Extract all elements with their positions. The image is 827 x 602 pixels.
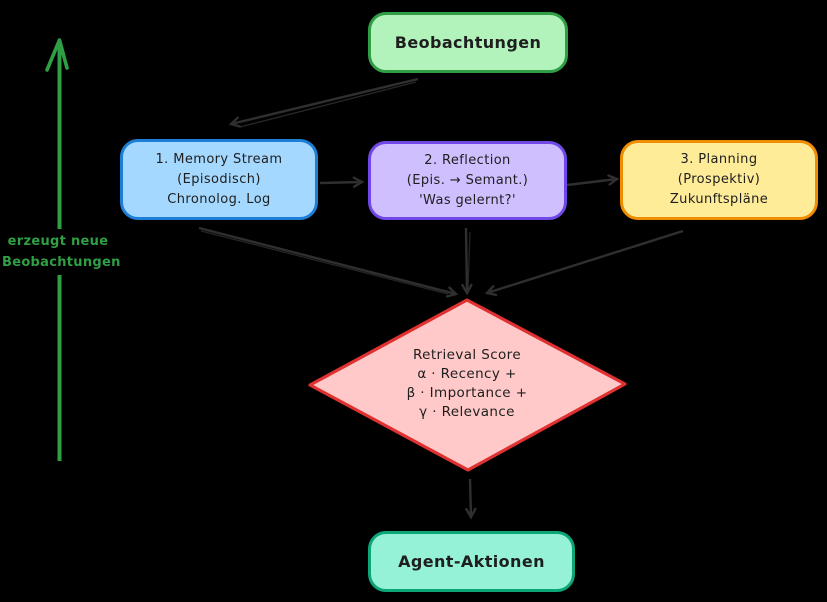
- node-agent-aktionen-label: Agent-Aktionen: [398, 552, 545, 571]
- memory-stream-line-2: (Episodisch): [177, 171, 261, 187]
- retrieval-line-1: Retrieval Score: [412, 347, 522, 363]
- node-memory-stream[interactable]: 1. Memory Stream (Episodisch) Chronolog.…: [120, 139, 318, 220]
- reflection-line-1: 2. Reflection: [424, 152, 511, 168]
- node-planning[interactable]: 3. Planning (Prospektiv) Zukunftspläne: [620, 140, 818, 220]
- planning-line-2: (Prospektiv): [677, 172, 761, 187]
- arrow-memory-to-reflection[interactable]: [319, 176, 365, 188]
- retrieval-line-2: α · Recency +: [417, 366, 517, 382]
- arrow-reflection-to-planning[interactable]: [566, 174, 620, 187]
- node-agent-aktionen[interactable]: Agent-Aktionen: [368, 531, 575, 592]
- planning-line-1: 3. Planning: [680, 152, 758, 167]
- feedback-label-line-2: Beobachtungen: [2, 255, 121, 270]
- reflection-line-3: 'Was gelernt?': [419, 192, 516, 208]
- node-reflection[interactable]: 2. Reflection (Epis. → Semant.) 'Was gel…: [368, 141, 567, 220]
- node-retrieval-score-label: Retrieval Score α · Recency + β · Import…: [352, 346, 582, 422]
- arrow-memory-to-retrieval[interactable]: [198, 226, 459, 298]
- arrow-retrieval-to-agent[interactable]: [465, 478, 477, 520]
- node-beobachtungen[interactable]: Beobachtungen: [368, 12, 568, 73]
- reflection-line-2: (Epis. → Semant.): [406, 172, 529, 188]
- arrow-reflection-to-retrieval[interactable]: [461, 227, 473, 296]
- feedback-label-line-1: erzeugt neue: [7, 234, 109, 249]
- feedback-arrow-label: erzeugt neue Beobachtungen: [2, 229, 121, 275]
- arrow-observations-to-memory[interactable]: [228, 77, 419, 128]
- retrieval-line-3: β · Importance +: [406, 385, 528, 401]
- retrieval-line-4: γ · Relevance: [419, 404, 515, 420]
- planning-line-3: Zukunftspläne: [669, 192, 769, 207]
- node-retrieval-score-shape[interactable]: [308, 298, 627, 472]
- node-beobachtungen-label: Beobachtungen: [394, 33, 542, 52]
- memory-stream-line-3: Chronolog. Log: [167, 191, 271, 207]
- memory-stream-line-1: 1. Memory Stream: [155, 151, 283, 167]
- arrow-planning-to-retrieval[interactable]: [484, 229, 684, 297]
